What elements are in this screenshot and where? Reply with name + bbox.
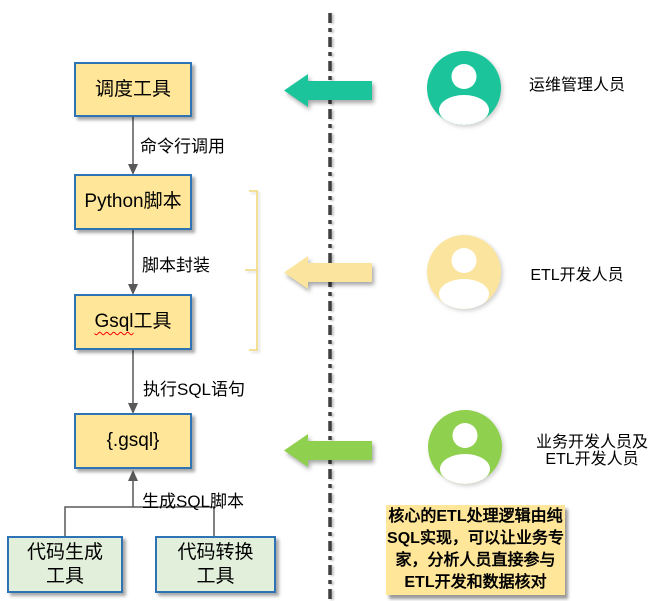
node-code-converter-tool: 代码转换 工具 bbox=[155, 536, 276, 593]
edge-label-generate-sql: 生成SQL脚本 bbox=[142, 492, 245, 511]
node-label-misspelled: Gsql bbox=[94, 311, 134, 332]
user-icon-etl-dev bbox=[427, 235, 501, 309]
connector-gsql-file bbox=[128, 350, 138, 414]
actor-label-ops-admin: 运维管理人员 bbox=[528, 77, 625, 94]
edge-label-execute-sql: 执行SQL语句 bbox=[143, 380, 246, 399]
node-label: Gsql工具 bbox=[94, 310, 171, 334]
node-label: Python脚本 bbox=[84, 191, 182, 212]
actor-label-business-dev: 业务开发人员及 ETL开发人员 bbox=[535, 434, 648, 468]
node-label: 代码转换 工具 bbox=[177, 541, 254, 587]
ops-admin-arrow-icon bbox=[284, 74, 372, 107]
actor-label-etl-dev: ETL开发人员 bbox=[530, 267, 624, 284]
connector-scheduler-python bbox=[128, 116, 138, 175]
edge-label-script-wrap: 脚本封装 bbox=[142, 256, 210, 275]
node-label: 调度工具 bbox=[94, 78, 171, 100]
connector-python-gsql bbox=[128, 230, 138, 295]
node-gsql-tool: Gsql工具 bbox=[74, 294, 192, 350]
business-dev-arrow-icon bbox=[284, 434, 372, 467]
node-label: {.gsql} bbox=[106, 430, 160, 451]
etl-scope-bracket bbox=[245, 190, 258, 351]
connector-generators-file bbox=[64, 470, 215, 536]
etl-dev-arrow-icon bbox=[284, 256, 372, 289]
node-code-generator-tool: 代码生成 工具 bbox=[7, 536, 123, 593]
edge-label-cli-call: 命令行调用 bbox=[140, 137, 225, 156]
user-icon-business-dev bbox=[428, 410, 502, 484]
node-label: 代码生成 工具 bbox=[26, 541, 103, 587]
node-gsql-file: {.gsql} bbox=[74, 413, 192, 469]
node-scheduler-tool: 调度工具 bbox=[74, 62, 192, 117]
note-text: 核心的ETL处理逻辑由纯 SQL实现，可以让业务专 家，分析人员直接参与 ETL… bbox=[387, 508, 564, 591]
note-box: 核心的ETL处理逻辑由纯 SQL实现，可以让业务专 家，分析人员直接参与 ETL… bbox=[386, 505, 565, 595]
user-icon-ops-admin bbox=[427, 51, 501, 125]
node-python-script: Python脚本 bbox=[74, 174, 192, 230]
node-label-rest: 工具 bbox=[133, 311, 172, 332]
